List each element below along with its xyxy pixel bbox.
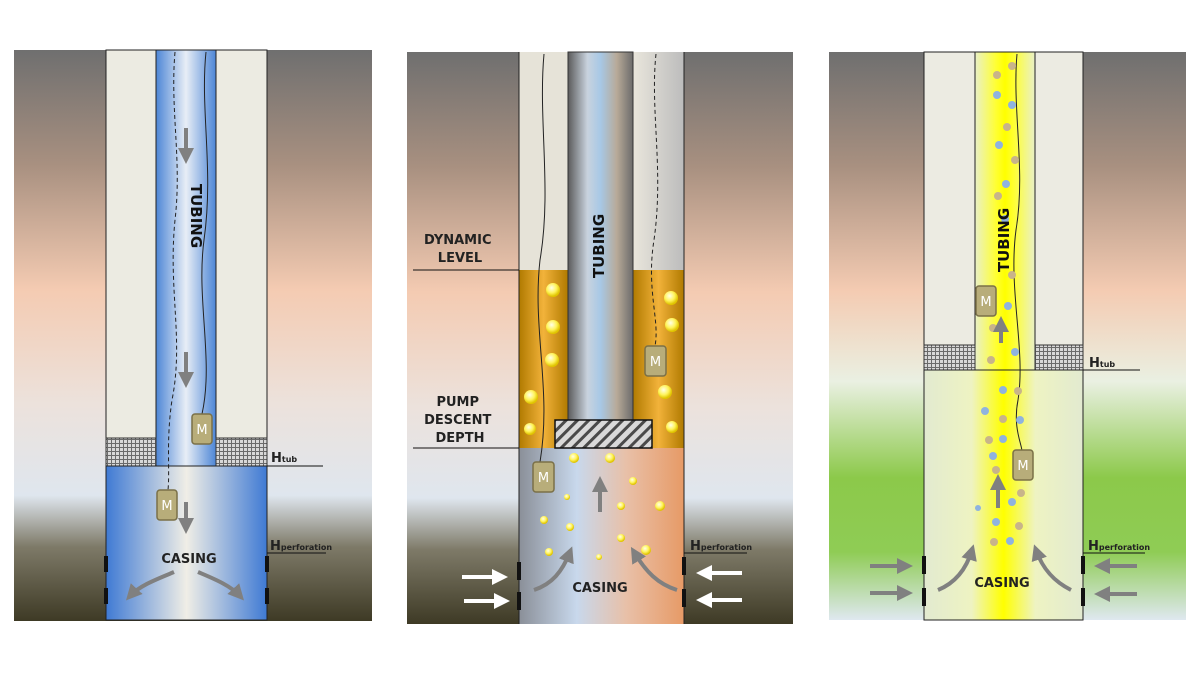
gauge-label: M [980, 295, 991, 310]
annulus-right [215, 49, 268, 439]
gauge-cable [537, 53, 546, 463]
gauge-icon: M [191, 413, 213, 445]
tubing-label: TUBING [187, 184, 205, 248]
pump-descent-line-2: DESCENT [424, 413, 491, 428]
gauge-icon: M [644, 345, 667, 377]
pump-descent-line-1: PUMP [436, 395, 479, 410]
h-perf-main: H [1088, 539, 1099, 554]
flow-arrow-icon [937, 544, 977, 592]
h-perf-sub: perforation [1099, 543, 1150, 552]
gauge-label: M [196, 423, 207, 438]
flow-arrow-icon [197, 570, 245, 601]
panel-2: M M TUBING CASING DYNAMIC LEVEL PUMP [407, 51, 793, 624]
casing-label: CASING [974, 576, 1029, 591]
tubing-label: TUBING [590, 214, 608, 278]
flow-arrow-icon [630, 546, 678, 592]
svg-text:Hperforation: Hperforation [690, 539, 752, 554]
pump-descent-depth-label: PUMP DESCENT DEPTH [424, 395, 496, 446]
svg-text:Hperforation: Hperforation [270, 539, 332, 554]
casing-label: CASING [572, 581, 627, 596]
tubing-column [567, 51, 634, 421]
dynamic-level-line-2: LEVEL [438, 251, 482, 266]
gas-bubbles [524, 283, 679, 560]
flow-arrow-icon [1031, 544, 1072, 592]
gauge-icon: M [975, 285, 997, 317]
annulus-left [105, 49, 157, 439]
pump-descent-line-3: DEPTH [436, 431, 485, 446]
gauge-icon: M [156, 489, 178, 521]
tubing-column [155, 49, 217, 467]
annulus-right [633, 52, 684, 270]
h-tub-main: H [271, 451, 282, 466]
h-perf-sub: perforation [701, 543, 752, 552]
h-tub-main: H [1089, 356, 1100, 371]
packer-left [923, 344, 976, 371]
gauge-label: M [161, 499, 172, 514]
packer-left [105, 437, 157, 467]
gauge-label: M [1017, 459, 1028, 474]
h-tub-sub: tub [1100, 360, 1116, 369]
h-tub-sub: tub [282, 455, 298, 464]
gauge-cable-dashed [651, 53, 659, 347]
h-perf-main: H [270, 539, 281, 554]
panel-3: M M TUBING CASING Htub Hperforation [829, 51, 1186, 621]
gauge-cable-dashed [167, 51, 178, 491]
gauge-icon: M [532, 461, 555, 493]
dynamic-level-label: DYNAMIC LEVEL [424, 233, 496, 266]
h-perf-main: H [690, 539, 701, 554]
svg-text:Htub: Htub [271, 451, 297, 466]
dynamic-level-line-1: DYNAMIC [424, 233, 492, 248]
packer-right [1034, 344, 1084, 371]
tubing-label: TUBING [995, 208, 1013, 272]
svg-text:Hperforation: Hperforation [1088, 539, 1150, 554]
gauge-label: M [538, 471, 549, 486]
gauge-cable [201, 51, 209, 415]
casing-label: CASING [161, 552, 216, 567]
pump-block-icon [554, 419, 653, 449]
flow-arrow-icon [125, 570, 175, 601]
gauge-icon: M [1012, 449, 1034, 481]
gauge-label: M [650, 355, 661, 370]
casing-column [105, 465, 268, 621]
annulus-left [923, 51, 976, 346]
flow-arrow-icon [533, 546, 574, 592]
annulus-right [1034, 51, 1084, 346]
packer-right [215, 437, 268, 467]
svg-text:Htub: Htub [1089, 356, 1115, 371]
h-perf-sub: perforation [281, 543, 332, 552]
panel-1: M M TUBING CASING Htub Hperforation [14, 49, 372, 621]
